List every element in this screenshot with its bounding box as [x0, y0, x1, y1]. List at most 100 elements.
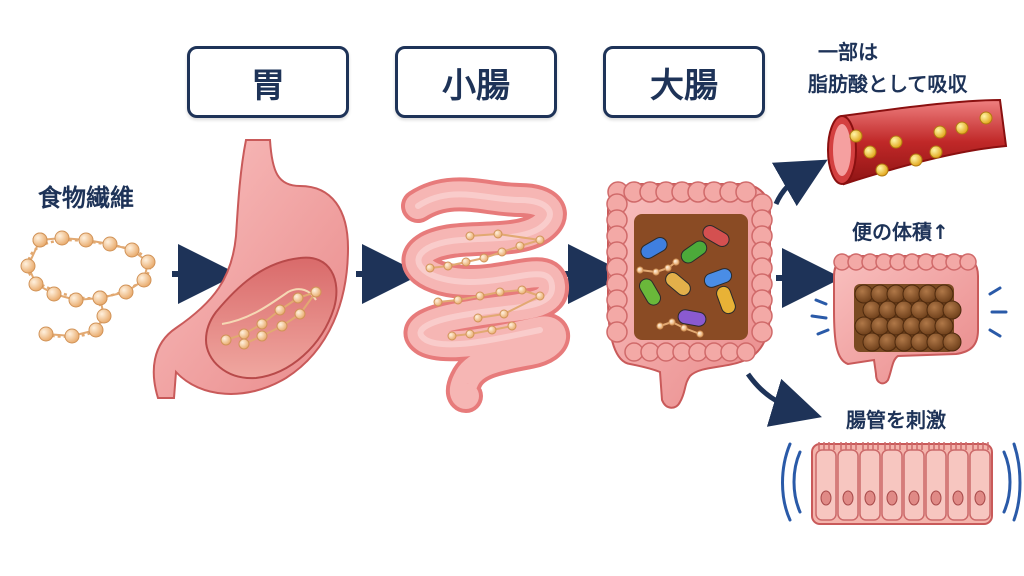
stool-clump [934, 284, 954, 304]
fatty-acid-dot [889, 135, 903, 149]
fiber-bead [46, 286, 62, 302]
fatty-acid-dot [955, 121, 969, 135]
fatty-acid-dot [849, 129, 863, 143]
stool-clump [894, 300, 914, 320]
stool-clump [918, 284, 938, 304]
bacterium [665, 272, 691, 296]
stage-box-large-intestine: 大腸 [603, 46, 765, 118]
fiber-bead [493, 229, 503, 239]
bacterium [716, 285, 736, 315]
fiber-bead [140, 254, 156, 270]
stool-clump [942, 300, 962, 320]
fiber-bead [425, 263, 435, 273]
bacterium [640, 237, 668, 259]
fiber-link [497, 233, 541, 241]
fiber-bead [465, 231, 475, 241]
bacterium [680, 240, 708, 264]
stool-clump [918, 316, 938, 336]
fatty-acid-dot [875, 163, 889, 177]
fiber-bead [487, 325, 497, 335]
colon-bump [736, 342, 756, 362]
fatty-acid-dot [933, 125, 947, 139]
stage-label-stomach: 胃 [251, 65, 285, 106]
epithelial-cell [837, 449, 859, 521]
fiber-bead [220, 334, 232, 346]
fiber-bead [535, 291, 545, 301]
epithelial-cell [881, 449, 903, 521]
fiber-bead [636, 266, 644, 274]
stool-clump [902, 316, 922, 336]
fiber-bead [497, 247, 507, 257]
fiber-bead [515, 241, 525, 251]
fiber-bead [499, 309, 509, 319]
gut-bacteria [636, 225, 736, 338]
fiber-bead [479, 253, 489, 263]
colon-bump [751, 321, 773, 343]
cell-nucleus [864, 490, 876, 506]
arrow-to-stimulate [745, 372, 822, 427]
stool-clump [854, 284, 874, 304]
fiber-bead [310, 286, 322, 298]
fiber-bead [238, 328, 250, 340]
fiber-bead [32, 232, 48, 248]
bacterium [702, 225, 730, 247]
fiber-bead [461, 257, 471, 267]
fiber-bead [535, 235, 545, 245]
fiber-bead [256, 330, 268, 342]
colon-bump [735, 181, 757, 203]
arrow-to-absorption [771, 159, 828, 207]
fiber-bead [28, 276, 44, 292]
fiber-link [503, 295, 541, 315]
cell-nucleus [820, 490, 832, 506]
bacterium [639, 278, 661, 306]
stool-clump [878, 332, 898, 352]
stool-clump [862, 300, 882, 320]
fiber-bead [118, 284, 134, 300]
fiber-bead [274, 304, 286, 316]
fiber-bead [292, 292, 304, 304]
bacterium [703, 268, 733, 288]
stage-label-small-intestine: 小腸 [442, 65, 510, 106]
small-intestine-fiber [425, 229, 545, 341]
fiber-bead [475, 291, 485, 301]
fiber-bead [294, 308, 306, 320]
fiber-bead [88, 322, 104, 338]
cell-nucleus [974, 490, 986, 506]
epithelial-cell [903, 449, 925, 521]
cell-nucleus [930, 490, 942, 506]
fiber-label: 食物繊維 [38, 184, 134, 212]
stimulate-label: 腸管を刺激 [846, 408, 946, 432]
stool-clump [910, 300, 930, 320]
stage-box-stomach: 胃 [187, 46, 349, 118]
large-intestine-haustra [606, 181, 773, 362]
fiber-bead [20, 258, 36, 274]
stool-motion-marks [810, 286, 1008, 338]
fiber-bead [680, 324, 688, 332]
blood-vessel [827, 98, 1008, 186]
fiber-bead [517, 285, 527, 295]
stool-volume-label: 便の体積↑ [852, 220, 949, 244]
fiber-bead [443, 261, 453, 271]
fiber-beads [20, 230, 156, 344]
fiber-bead [96, 308, 112, 324]
epithelial-cell [859, 449, 881, 521]
fiber-bead [447, 331, 457, 341]
stool-clump [870, 284, 890, 304]
cell-nucleus [908, 490, 920, 506]
stage-box-small-intestine: 小腸 [395, 46, 557, 118]
fiber-bead [38, 326, 54, 342]
stool-clump [886, 284, 906, 304]
stomach-fiber [220, 286, 322, 350]
fatty-acid-particles [849, 111, 993, 177]
fiber-bead [696, 330, 704, 338]
fatty-acid-dot [863, 145, 877, 159]
colon-bump [959, 253, 977, 271]
fiber-bead [672, 258, 680, 266]
stool-clumps [854, 284, 962, 352]
fiber-bead [276, 320, 288, 332]
stool-clump [902, 284, 922, 304]
colon-bump [606, 321, 628, 343]
fiber-bead [256, 318, 268, 330]
stool-clump [942, 332, 962, 352]
fiber-bead [68, 292, 84, 308]
